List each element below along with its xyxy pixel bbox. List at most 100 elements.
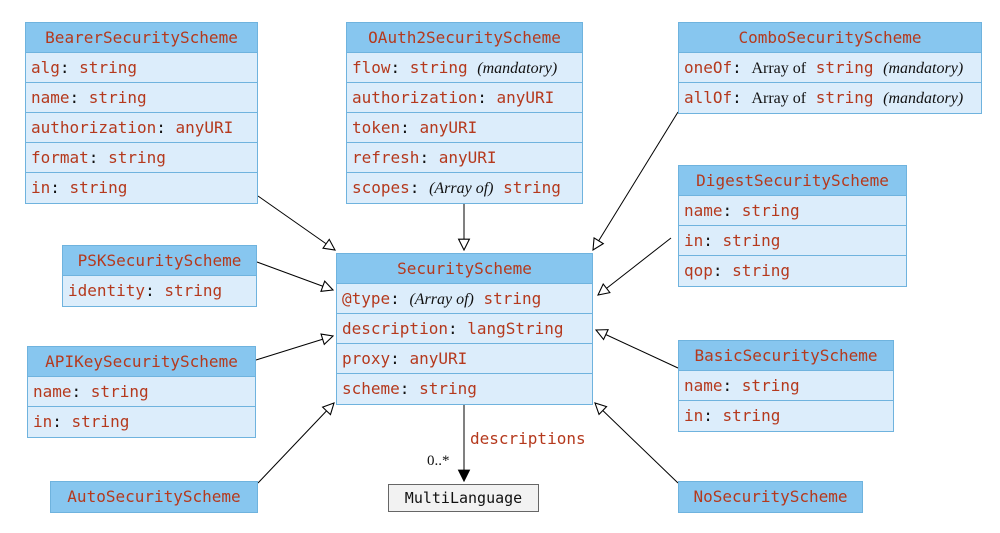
attr-name: oneOf <box>684 58 733 77</box>
attr-name: scheme <box>342 379 400 398</box>
security-scheme-class: SecurityScheme @type: (Array of) string … <box>336 253 593 405</box>
basic-inheritance-arrow <box>596 330 679 369</box>
attr-type: string <box>79 58 137 77</box>
attr-name: name <box>684 201 723 220</box>
attr-name: authorization <box>31 118 157 137</box>
attr-type: string <box>164 281 223 300</box>
attr-type: string <box>71 412 130 431</box>
combo-inheritance-arrow <box>593 111 679 250</box>
psk-class-title: PSKSecurityScheme <box>63 246 256 276</box>
attr-note: (mandatory) <box>883 60 964 77</box>
attr-name: alg <box>31 58 60 77</box>
attr-name: in <box>31 178 51 197</box>
attr-name: identity <box>68 281 146 300</box>
attr-type: string <box>483 289 542 308</box>
attr-type: string <box>69 178 128 197</box>
attr-type: string <box>815 88 874 107</box>
attr-note: (Array of) <box>409 291 474 308</box>
security-scheme-class-title: SecurityScheme <box>337 254 592 284</box>
oauth2-attr-authorization: authorization: anyURI <box>347 83 582 113</box>
attr-prefix: Array of <box>751 60 807 77</box>
association-role-label: descriptions <box>470 429 586 448</box>
security-scheme-attr-description: description: langString <box>337 314 592 344</box>
attr-type: anyURI <box>496 88 555 107</box>
psk-attr-identity: identity: string <box>68 281 223 300</box>
attr-name: scopes <box>352 178 410 197</box>
oauth2-attr-scopes: scopes: (Array of) string <box>352 178 561 197</box>
attr-name: name <box>33 382 72 401</box>
bearer-attr-name: name: string <box>26 83 257 113</box>
security-scheme-attr-scheme: scheme: string <box>342 379 477 398</box>
basic-attr-name: name: string <box>679 371 893 401</box>
security-scheme-attr-proxy: proxy: anyURI <box>337 344 592 374</box>
bearer-attr-in: in: string <box>31 178 128 197</box>
attr-type: string <box>741 201 800 220</box>
digest-security-scheme-class: DigestSecurityScheme name: string in: st… <box>678 165 907 287</box>
bearer-attr-authorization: authorization: anyURI <box>26 113 257 143</box>
attr-type: string <box>722 406 781 425</box>
attr-name: in <box>33 412 53 431</box>
attr-type: string <box>419 379 477 398</box>
oauth2-class-title: OAuth2SecurityScheme <box>347 23 582 53</box>
attr-type: anyURI <box>409 349 468 368</box>
oauth2-attr-refresh: refresh: anyURI <box>347 143 582 173</box>
apikey-attr-name: name: string <box>28 377 255 407</box>
attr-name: flow <box>352 58 391 77</box>
attr-type: string <box>88 88 147 107</box>
attr-name: name <box>31 88 70 107</box>
attr-type: anyURI <box>438 148 497 167</box>
attr-name: description <box>342 319 448 338</box>
multilanguage-class: MultiLanguage <box>388 484 539 512</box>
oauth2-attr-flow: flow: string (mandatory) <box>347 53 582 83</box>
basic-security-scheme-class: BasicSecurityScheme name: string in: str… <box>678 340 894 432</box>
attr-type: anyURI <box>175 118 234 137</box>
attr-name: allOf <box>684 88 733 107</box>
apikey-inheritance-arrow <box>255 336 333 361</box>
attr-note: (mandatory) <box>477 60 558 77</box>
basic-attr-in: in: string <box>684 406 781 425</box>
attr-note: (mandatory) <box>883 90 964 107</box>
combo-class-title: ComboSecurityScheme <box>679 23 981 53</box>
auto-class-title: AutoSecurityScheme <box>51 482 257 512</box>
attr-name: token <box>352 118 401 137</box>
apikey-attr-in: in: string <box>33 412 130 431</box>
auto-inheritance-arrow <box>257 403 334 484</box>
attr-type: string <box>409 58 468 77</box>
attr-type: string <box>732 261 790 280</box>
digest-inheritance-arrow <box>598 237 672 295</box>
psk-inheritance-arrow <box>256 261 333 290</box>
attr-type: string <box>815 58 874 77</box>
bearer-inheritance-arrow <box>257 195 335 250</box>
attr-name: format <box>31 148 89 167</box>
digest-attr-name: name: string <box>679 196 906 226</box>
attr-name: name <box>684 376 723 395</box>
attr-type: langString <box>467 319 564 338</box>
combo-attr-oneof: oneOf: Array of string (mandatory) <box>679 53 981 83</box>
attr-type: string <box>108 148 166 167</box>
basic-class-title: BasicSecurityScheme <box>679 341 893 371</box>
attr-prefix: Array of <box>751 90 807 107</box>
nosec-class-title: NoSecurityScheme <box>679 482 862 512</box>
bearer-attr-alg: alg: string <box>26 53 257 83</box>
oauth2-security-scheme-class: OAuth2SecurityScheme flow: string (manda… <box>346 22 583 204</box>
attr-type: anyURI <box>419 118 478 137</box>
digest-attr-in: in: string <box>679 226 906 256</box>
security-scheme-attr-type: @type: (Array of) string <box>337 284 592 314</box>
attr-type: string <box>503 178 561 197</box>
attr-name: qop <box>684 261 713 280</box>
oauth2-attr-token: token: anyURI <box>347 113 582 143</box>
auto-security-scheme-class: AutoSecurityScheme <box>50 481 258 513</box>
combo-security-scheme-class: ComboSecurityScheme oneOf: Array of stri… <box>678 22 982 114</box>
nosec-inheritance-arrow <box>595 403 679 484</box>
attr-note: (Array of) <box>429 180 494 197</box>
attr-name: refresh <box>352 148 420 167</box>
bearer-attr-format: format: string <box>26 143 257 173</box>
combo-attr-allof: allOf: Array of string (mandatory) <box>684 88 964 107</box>
digest-attr-qop: qop: string <box>684 261 790 280</box>
digest-class-title: DigestSecurityScheme <box>679 166 906 196</box>
bearer-class-title: BearerSecurityScheme <box>26 23 257 53</box>
association-multiplicity-label: 0..* <box>427 453 450 469</box>
attr-type: string <box>722 231 781 250</box>
attr-name: in <box>684 231 704 250</box>
